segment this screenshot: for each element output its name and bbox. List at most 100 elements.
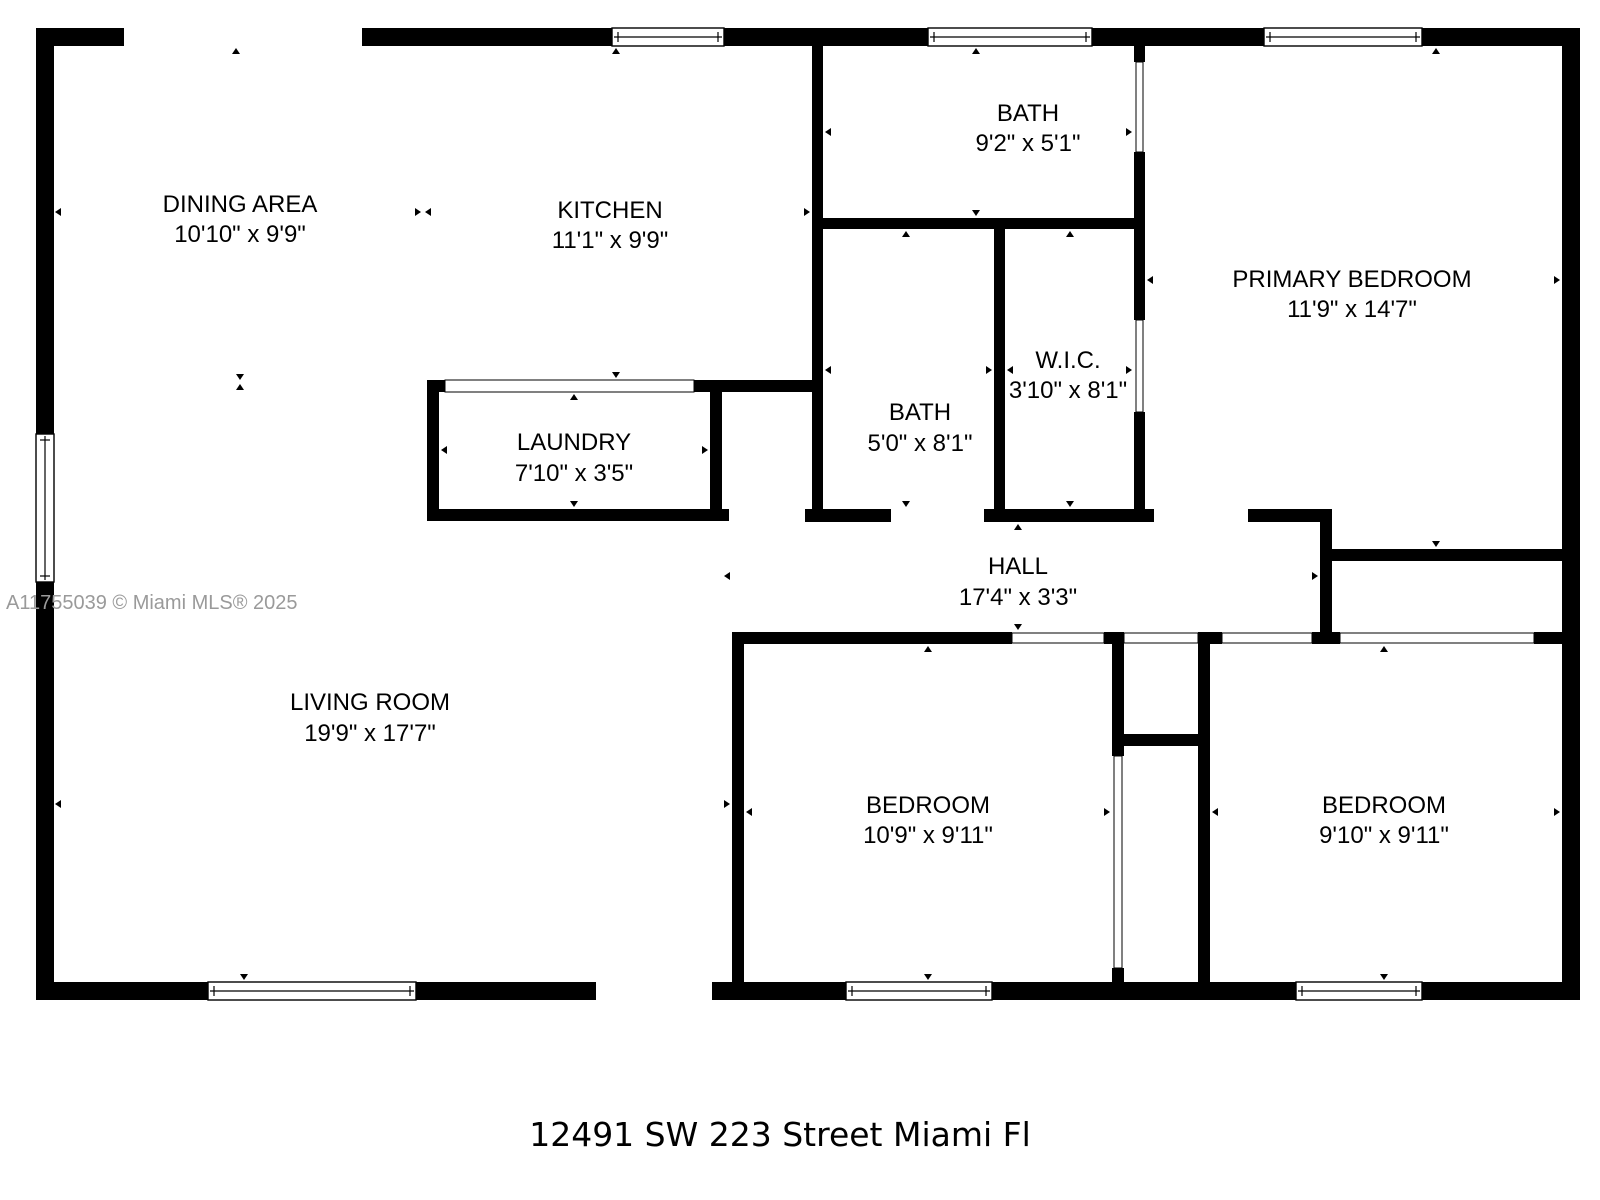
property-address: 12491 SW 223 Street Miami Fl bbox=[529, 1115, 1031, 1154]
marker-dining-right bbox=[415, 208, 421, 216]
opening-closet-bedroom bbox=[1113, 755, 1123, 969]
marker-bath-mid-right bbox=[986, 366, 992, 374]
wall-laundry-left bbox=[427, 380, 439, 521]
bath-mid-dims: 5'0" x 8'1" bbox=[868, 430, 973, 457]
marker-laundry-bottom bbox=[570, 501, 578, 507]
marker-hall-right bbox=[1312, 572, 1318, 580]
wall-wic-bottom bbox=[984, 509, 1154, 522]
wall-bath-top-bottom bbox=[812, 218, 1142, 229]
wall-bath-wic bbox=[994, 229, 1005, 522]
wall-kitchen-step bbox=[694, 380, 812, 392]
kitchen-dims: 11'1" x 9'9" bbox=[552, 227, 669, 254]
marker-kitchen-left bbox=[425, 208, 431, 216]
marker-bath-top-right bbox=[1126, 128, 1132, 136]
bedroom-mid-dims: 10'9" x 9'11" bbox=[863, 822, 993, 849]
marker-primary-bottom bbox=[1432, 541, 1440, 547]
marker-bedroom-right-left bbox=[1212, 808, 1218, 816]
wall-hall-bottom-5 bbox=[1534, 632, 1562, 644]
marker-wic-top bbox=[1066, 231, 1074, 237]
laundry-name: LAUNDRY bbox=[517, 429, 631, 456]
marker-bath-top-bottom bbox=[972, 210, 980, 216]
opening-hall-closet bbox=[1123, 632, 1199, 644]
marker-wic-left bbox=[1007, 366, 1013, 374]
wall-bath-mid-bottom bbox=[805, 509, 891, 522]
marker-dining-top bbox=[232, 48, 240, 54]
marker-bath-top-top bbox=[972, 48, 980, 54]
wall-laundry-top-left bbox=[427, 380, 445, 392]
marker-hall-bottom bbox=[1014, 624, 1022, 630]
exterior-walls bbox=[36, 28, 1580, 1000]
room-labels: DINING AREA 10'10" x 9'9" KITCHEN 11'1" … bbox=[163, 100, 1472, 849]
marker-bath-mid-left bbox=[825, 366, 831, 374]
marker-bath-mid-bottom bbox=[902, 501, 910, 507]
dining-name: DINING AREA bbox=[163, 191, 318, 218]
marker-hall-left bbox=[724, 572, 730, 580]
marker-bedroom-right-right bbox=[1554, 808, 1560, 816]
wall-bath-primary-3 bbox=[1134, 412, 1145, 522]
interior-walls bbox=[427, 46, 1562, 992]
hall-dims: 17'4" x 3'3" bbox=[959, 584, 1077, 611]
door-openings bbox=[444, 61, 1535, 969]
living-name: LIVING ROOM bbox=[290, 689, 450, 716]
wall-bedroom-mid-left bbox=[732, 632, 744, 992]
window-bottom-living bbox=[207, 981, 417, 1001]
marker-laundry-top bbox=[570, 394, 578, 400]
opening-closet-right bbox=[1339, 632, 1535, 644]
marker-kitchen-right bbox=[804, 208, 810, 216]
wall-bath-primary-1 bbox=[1134, 46, 1145, 62]
wall-kitchen-bath bbox=[812, 46, 823, 510]
marker-bedroom-mid-bottom bbox=[924, 974, 932, 980]
marker-living-left bbox=[55, 800, 61, 808]
marker-bedroom-mid-left bbox=[746, 808, 752, 816]
dining-dims: 10'10" x 9'9" bbox=[174, 221, 306, 248]
marker-wic-bottom bbox=[1066, 501, 1074, 507]
window-left-living bbox=[35, 433, 55, 583]
bedroom-right-dims: 9'10" x 9'11" bbox=[1319, 822, 1449, 849]
window-bottom-bedroom-right bbox=[1295, 981, 1423, 1001]
marker-primary-right bbox=[1554, 276, 1560, 284]
window-bottom-bedroom-mid bbox=[845, 981, 993, 1001]
wall-primary-bottom-left bbox=[1248, 509, 1332, 522]
marker-dining-left bbox=[55, 208, 61, 216]
wall-closet-left-2 bbox=[1112, 968, 1124, 992]
bath-top-name: BATH bbox=[997, 100, 1059, 127]
marker-living-bottom bbox=[240, 974, 248, 980]
exterior-openings bbox=[124, 27, 712, 1001]
opening-bottom-entry bbox=[596, 981, 712, 1001]
window-top-kitchen bbox=[611, 27, 725, 47]
marker-bedroom-right-top bbox=[1380, 646, 1388, 652]
wall-hall-bottom-1 bbox=[732, 632, 1012, 644]
wall-hall-bottom-4 bbox=[1312, 632, 1340, 644]
wall-top bbox=[36, 28, 1580, 46]
marker-hall-top bbox=[1014, 524, 1022, 530]
marker-bedroom-mid-right bbox=[1104, 808, 1110, 816]
bath-mid-name: BATH bbox=[889, 399, 951, 426]
wall-closet-top bbox=[1320, 549, 1562, 561]
wall-laundry-bottom bbox=[427, 509, 729, 521]
opening-top-dining bbox=[124, 27, 362, 47]
marker-primary-top bbox=[1432, 48, 1440, 54]
marker-living-top bbox=[236, 384, 244, 390]
wall-bath-primary-2 bbox=[1134, 152, 1145, 320]
marker-laundry-right bbox=[702, 446, 708, 454]
laundry-dims: 7'10" x 3'5" bbox=[515, 460, 633, 487]
mls-watermark: A11755039 © Miami MLS® 2025 bbox=[6, 592, 297, 614]
wic-dims: 3'10" x 8'1" bbox=[1009, 377, 1127, 404]
opening-bath-primary-2 bbox=[1135, 319, 1144, 413]
wall-primary-step bbox=[1320, 509, 1332, 643]
marker-kitchen-top bbox=[612, 48, 620, 54]
wall-closet-right bbox=[1198, 632, 1210, 992]
window-top-bath bbox=[927, 27, 1093, 47]
primary-bedroom-name: PRIMARY BEDROOM bbox=[1232, 266, 1471, 293]
bedroom-mid-name: BEDROOM bbox=[866, 792, 990, 819]
wall-closet-left-1 bbox=[1112, 632, 1124, 756]
opening-bath-primary-1 bbox=[1135, 61, 1144, 153]
windows bbox=[35, 27, 1423, 1001]
primary-bedroom-dims: 11'9" x 14'7" bbox=[1287, 296, 1417, 323]
window-top-primary bbox=[1263, 27, 1423, 47]
kitchen-name: KITCHEN bbox=[557, 197, 662, 224]
marker-living-right bbox=[724, 800, 730, 808]
wall-laundry-right bbox=[710, 380, 722, 521]
dimension-markers bbox=[55, 48, 1560, 980]
